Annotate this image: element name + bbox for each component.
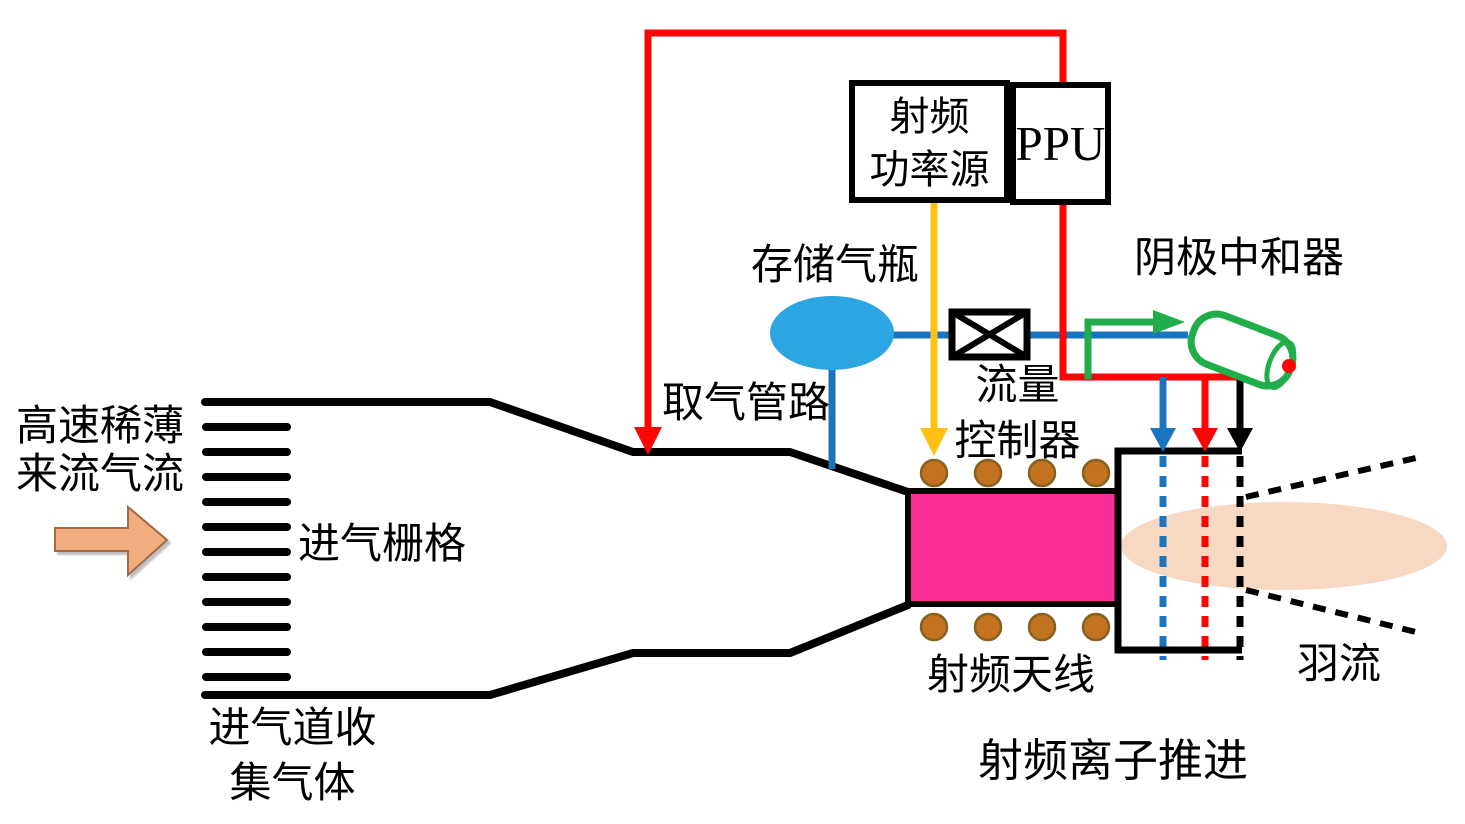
discharge-chamber bbox=[905, 488, 1121, 607]
label-incoming-flow: 高速稀薄 来流气流 bbox=[6, 403, 194, 499]
screen-grid-arrowhead bbox=[1150, 428, 1176, 452]
grid-assembly-box bbox=[1114, 447, 1242, 654]
label-rf-antenna: 射频天线 bbox=[927, 653, 1096, 699]
antenna-coil bbox=[1027, 612, 1057, 642]
intake-grill bbox=[202, 423, 291, 681]
antenna-coil bbox=[919, 458, 949, 488]
label-flow-controller: 流量 控制器 bbox=[945, 358, 1090, 470]
antenna-coil bbox=[1081, 458, 1111, 488]
plume-lower-dashed-line bbox=[1245, 587, 1421, 636]
label-cathode-neutralizer: 阴极中和器 bbox=[1134, 236, 1345, 282]
label-incoming-flow-line2: 来流气流 bbox=[15, 452, 184, 498]
flow-controller-symbol bbox=[948, 308, 1031, 361]
ppu-to-intake-line bbox=[644, 29, 1067, 430]
label-rf-power-source: 射频 功率源 bbox=[852, 90, 1007, 196]
label-ppu: PPU bbox=[1015, 115, 1106, 171]
label-flow-ctrl-line1: 流量 bbox=[975, 363, 1060, 409]
label-rf-power-line2: 功率源 bbox=[869, 147, 990, 192]
flow-controller-x-line bbox=[950, 309, 1029, 360]
neutralizer-feed-line bbox=[1084, 318, 1156, 379]
antenna-coil bbox=[1027, 458, 1057, 488]
plume-upper-dashed-line bbox=[1245, 454, 1421, 500]
label-intake-collect-line1: 进气道收 bbox=[208, 706, 377, 752]
label-intake-collect: 进气道收 集气体 bbox=[195, 702, 390, 812]
antenna-coil bbox=[1081, 612, 1111, 642]
antenna-coil bbox=[973, 458, 1003, 488]
ppu-to-intake-arrowhead bbox=[634, 427, 662, 455]
label-rf-power-line1: 射频 bbox=[889, 94, 970, 139]
rf-antenna-coils bbox=[919, 458, 1111, 642]
label-flow-ctrl-line2: 控制器 bbox=[954, 419, 1081, 465]
label-plume: 羽流 bbox=[1297, 642, 1382, 688]
ppu-power-bus bbox=[1059, 199, 1240, 381]
label-storage-bottle: 存储气瓶 bbox=[751, 243, 920, 289]
accel-grid-arrowhead bbox=[1192, 428, 1218, 452]
decel-grid-arrowhead bbox=[1227, 428, 1253, 452]
antenna-coil bbox=[973, 612, 1003, 642]
plume-ellipse bbox=[1121, 502, 1447, 590]
label-gas-pipe: 取气管路 bbox=[662, 381, 831, 427]
incoming-flow-arrow bbox=[54, 504, 169, 578]
neutralizer-feed-arrowhead bbox=[1153, 310, 1185, 334]
ppu-box bbox=[1010, 82, 1111, 205]
rf-power-arrowhead bbox=[920, 428, 948, 456]
duct-bottom-wall bbox=[201, 601, 912, 699]
antenna-coil bbox=[919, 612, 949, 642]
storage-bottle-shape bbox=[770, 296, 894, 370]
neutralizer-emitter-dot bbox=[1282, 359, 1296, 373]
rf-power-source-box bbox=[849, 80, 1010, 203]
label-intake-grid: 进气栅格 bbox=[298, 522, 467, 568]
label-incoming-flow-line1: 高速稀薄 bbox=[15, 404, 184, 450]
label-rf-ion-propulsion: 射频离子推进 bbox=[978, 736, 1249, 786]
label-intake-collect-line2: 集气体 bbox=[229, 761, 356, 807]
